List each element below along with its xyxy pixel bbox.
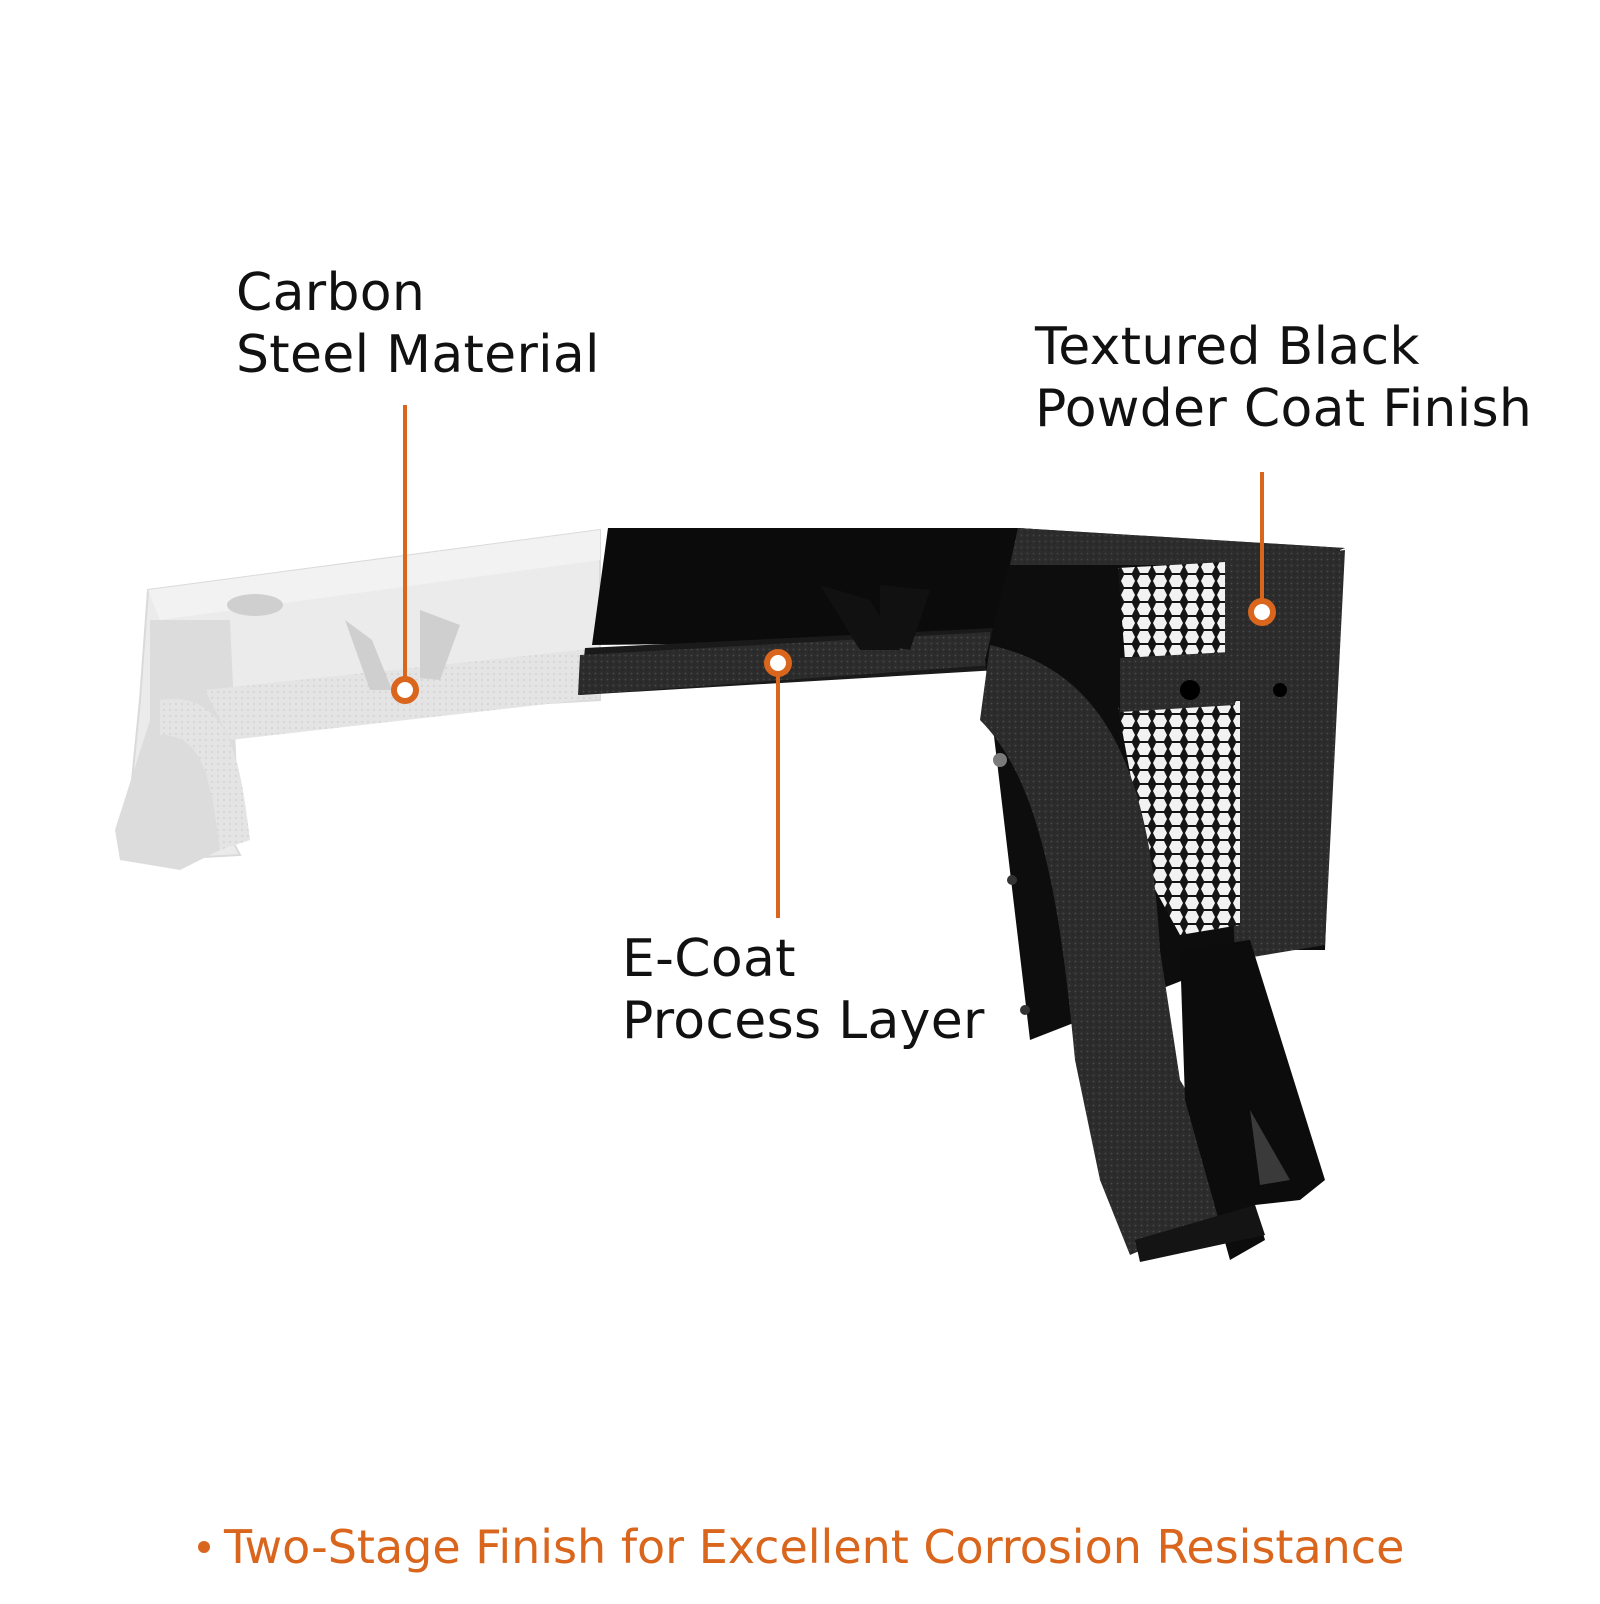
footer-tagline: Two-Stage Finish for Excellent Corrosion… (198, 1512, 1448, 1582)
carbon-steel-label: Carbon Steel Material (236, 262, 600, 386)
ecoat-label-line1: E-Coat (622, 929, 796, 989)
bracket (227, 594, 460, 690)
footer-text: Two-Stage Finish for Excellent Corrosion… (224, 1520, 1405, 1574)
powder-coat-section (980, 528, 1345, 1262)
bullet-icon (198, 1540, 210, 1553)
callout-powder (1248, 472, 1276, 626)
carbon-steel-label-line1: Carbon (236, 263, 426, 323)
ecoat-section (578, 528, 1018, 695)
callout-marker-icon (764, 649, 792, 677)
ecoat-label: E-Coat Process Layer (622, 928, 985, 1052)
powder-coat-label-line2: Powder Coat Finish (1035, 379, 1533, 439)
carbon-steel-label-line2: Steel Material (236, 325, 600, 385)
ecoat-label-line2: Process Layer (622, 991, 985, 1051)
callout-ecoat (764, 649, 792, 918)
powder-coat-label: Textured Black Powder Coat Finish (1035, 316, 1532, 440)
callout-marker-icon (391, 676, 419, 704)
callout-marker-icon (1248, 598, 1276, 626)
raw-steel-section (115, 528, 601, 870)
callout-carbon (391, 405, 419, 704)
powder-coat-label-line1: Textured Black (1035, 317, 1420, 377)
